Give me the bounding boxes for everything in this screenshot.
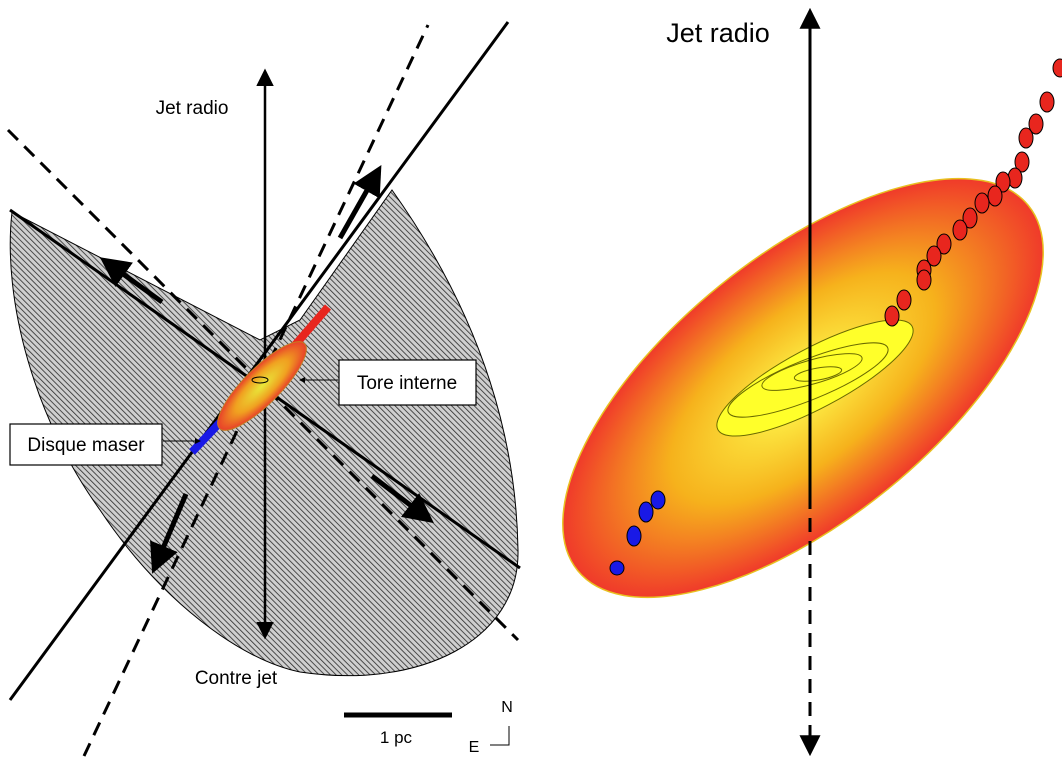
red-maser-spot [1018,127,1034,149]
tore-interne-box [338,359,477,406]
right-panel: Jet radio [562,7,1062,757]
north-label: N [501,699,513,716]
blue-maser-spot [638,501,654,523]
inner-torus-small [217,341,307,431]
blue-maser-spot [626,525,642,547]
red-maser-spot [952,219,968,241]
tore-interne-label: Tore interne [357,373,457,394]
disque-maser-label: Disque maser [27,435,145,456]
red-maser-spot [896,289,912,311]
flow-arrow-nw [99,257,164,305]
flow-arrow-sw [150,493,189,574]
red-maser-spot [974,192,990,214]
red-maser-spots [884,58,1062,327]
red-maser-spot [995,171,1011,193]
red-maser-spot [916,269,932,291]
dashed-line-nw-se [6,128,520,642]
red-maser-spot [987,185,1003,207]
inner-torus-center [251,376,269,384]
left-jet-label: Jet radio [156,98,229,119]
disque-maser-box [9,423,163,466]
left-panel: Tore interne Disque maser Jet radio Cont… [6,21,521,757]
red-maser-spot [1028,113,1044,135]
blue-maser-spots [609,490,666,576]
east-label: E [469,739,480,756]
red-maser-spot [962,207,978,229]
red-maser-spot [1014,151,1030,173]
compass-icon [490,726,510,746]
red-maser-spot [936,233,952,255]
flow-arrow-ne [337,164,382,240]
red-maser-spot [884,305,900,327]
red-maser-spot [1039,91,1055,113]
inner-torus-ring-4 [793,366,843,382]
counter-jet-label: Contre jet [195,668,278,689]
right-jet-label: Jet radio [666,18,770,48]
blue-maser-spot [650,490,666,510]
red-maser-spot [926,245,942,267]
inner-torus-ring-2 [727,342,889,418]
flow-arrow-se [370,474,434,524]
blue-maser-spot [609,560,625,576]
scale-label: 1 pc [380,728,413,747]
red-maser-spot [1052,58,1062,78]
